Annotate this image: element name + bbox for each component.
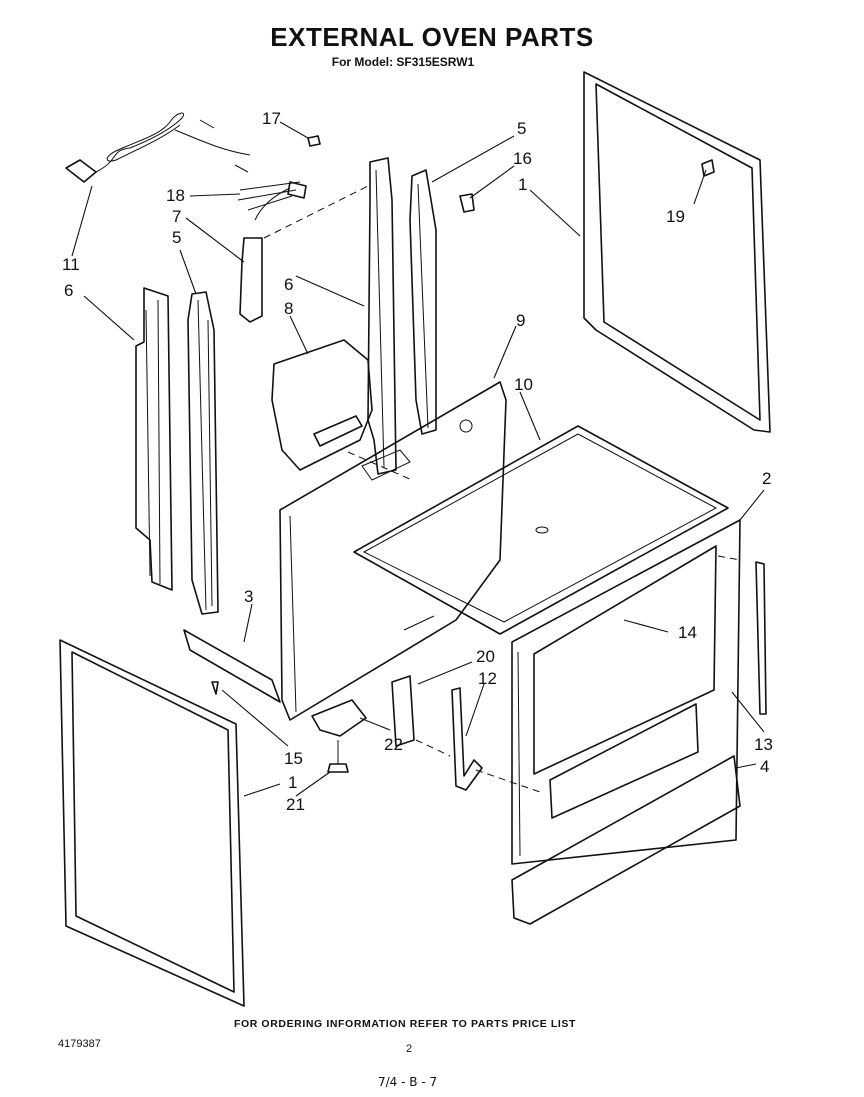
trim-strip xyxy=(755,561,767,715)
front-frame xyxy=(511,519,741,865)
vent-duct xyxy=(271,339,373,471)
cooktop-top xyxy=(353,425,729,635)
callout-22: 22 xyxy=(384,735,403,754)
callout-19: 19 xyxy=(666,207,685,226)
bracket xyxy=(239,237,263,323)
bracket-20 xyxy=(391,675,415,747)
callout-7: 7 xyxy=(172,207,181,226)
left-channel xyxy=(187,291,219,615)
kick-plate xyxy=(511,755,741,925)
callout-1-upper: 1 xyxy=(518,175,527,194)
right-channel xyxy=(409,169,437,435)
callout-6-right: 6 xyxy=(284,275,293,294)
callout-21: 21 xyxy=(286,795,305,814)
side-trim-frame-lower xyxy=(59,639,245,1007)
right-side-panel xyxy=(367,157,397,475)
callout-8: 8 xyxy=(284,299,293,318)
callout-17: 17 xyxy=(262,109,281,128)
clip xyxy=(307,135,321,147)
hinge-channel xyxy=(451,687,483,791)
callout-2: 2 xyxy=(762,469,771,488)
plug-19 xyxy=(701,159,715,177)
callout-15: 15 xyxy=(284,749,303,768)
callout-5-right: 5 xyxy=(517,119,526,138)
callout-16: 16 xyxy=(513,149,532,168)
callout-18: 18 xyxy=(166,186,185,205)
page-title: EXTERNAL OVEN PARTS xyxy=(270,22,594,52)
wire-harness xyxy=(237,181,307,221)
callout-9: 9 xyxy=(516,311,525,330)
screw xyxy=(211,681,219,695)
ordering-note: FOR ORDERING INFORMATION REFER TO PARTS … xyxy=(233,1018,577,1030)
rear-panel xyxy=(279,381,507,721)
brace xyxy=(183,629,281,703)
left-side-panel xyxy=(135,287,173,591)
callout-11: 11 xyxy=(62,255,80,274)
power-cord xyxy=(65,112,251,183)
model-line: For Model: SF315ESRW1 xyxy=(331,55,475,69)
bottom-code: 7/4 - B - 7 xyxy=(378,1075,438,1089)
document-number: 4179387 xyxy=(58,1038,101,1050)
leader-lines xyxy=(71,121,765,797)
callout-14: 14 xyxy=(678,623,697,642)
callout-13: 13 xyxy=(754,735,773,754)
callout-5-left: 5 xyxy=(172,228,181,247)
page-number: 2 xyxy=(406,1043,413,1055)
leveling-leg xyxy=(327,740,349,773)
callout-10: 10 xyxy=(514,375,533,394)
side-trim-frame-upper xyxy=(583,71,771,433)
callout-3: 3 xyxy=(244,587,253,606)
callout-12: 12 xyxy=(478,669,497,688)
callout-6-left: 6 xyxy=(64,281,73,300)
bracket-16 xyxy=(459,193,475,213)
callout-4: 4 xyxy=(760,757,769,776)
callout-20: 20 xyxy=(476,647,495,666)
callout-1-lower: 1 xyxy=(288,773,297,792)
support-bracket xyxy=(311,699,367,737)
